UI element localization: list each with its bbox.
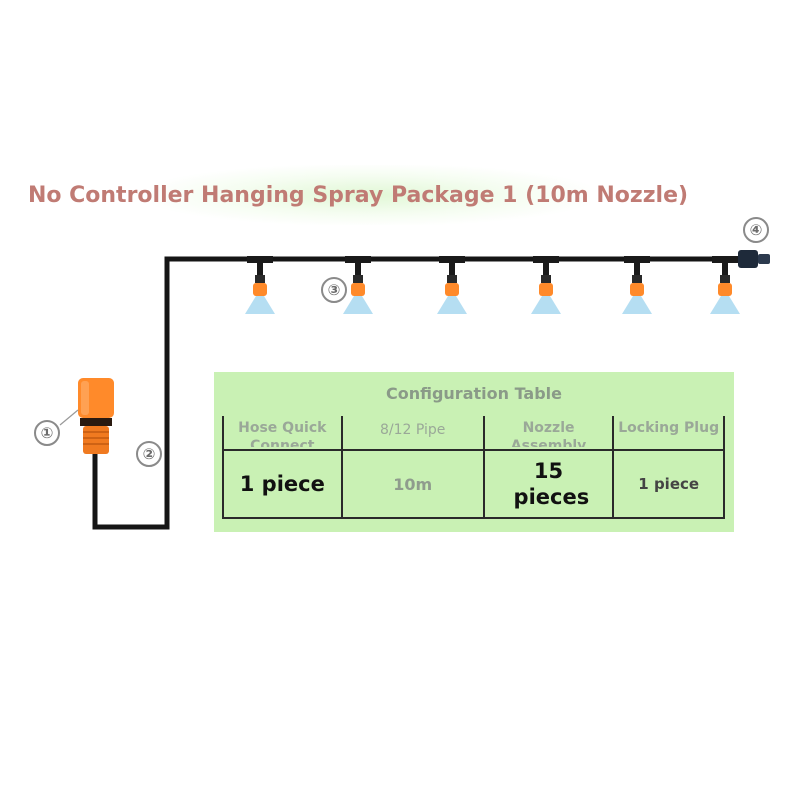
callout-4: ④ (743, 217, 769, 243)
nozzle-assembly (245, 256, 275, 314)
locking-plug (738, 250, 770, 268)
value-nozzle-assembly: 15 pieces (482, 449, 615, 519)
value-pipe: 10m (340, 449, 485, 519)
header-hose-quick-connect: Hose Quick Connect (222, 416, 343, 451)
configuration-table-title: Configuration Table (385, 384, 563, 403)
header-pipe: 8/12 Pipe (340, 416, 485, 451)
nozzle-assembly (437, 256, 467, 314)
callout-3: ③ (321, 277, 347, 303)
configuration-table: Hose Quick Connect 8/12 Pipe Nozzle Asse… (222, 416, 725, 519)
table-header-row: Hose Quick Connect 8/12 Pipe Nozzle Asse… (222, 416, 725, 451)
title-highlight (150, 165, 590, 225)
value-hose-quick-connect: 1 piece (222, 449, 343, 519)
header-nozzle-assembly: Nozzle Assembly (482, 416, 615, 451)
header-locking-plug: Locking Plug (612, 416, 725, 451)
nozzle-assembly (531, 256, 561, 314)
callout-2: ② (136, 441, 162, 467)
callout-1: ① (34, 420, 60, 446)
value-locking-plug: 1 piece (612, 449, 725, 519)
configuration-panel: Configuration Table Hose Quick Connect 8… (214, 372, 734, 532)
nozzle-assembly (343, 256, 373, 314)
table-values-row: 1 piece 10m 15 pieces 1 piece (222, 449, 725, 519)
hose-quick-connect (78, 378, 114, 454)
nozzle-assembly (622, 256, 652, 314)
page-title: No Controller Hanging Spray Package 1 (1… (27, 183, 689, 208)
nozzle-assemblies (245, 256, 740, 314)
nozzle-assembly (710, 256, 740, 314)
